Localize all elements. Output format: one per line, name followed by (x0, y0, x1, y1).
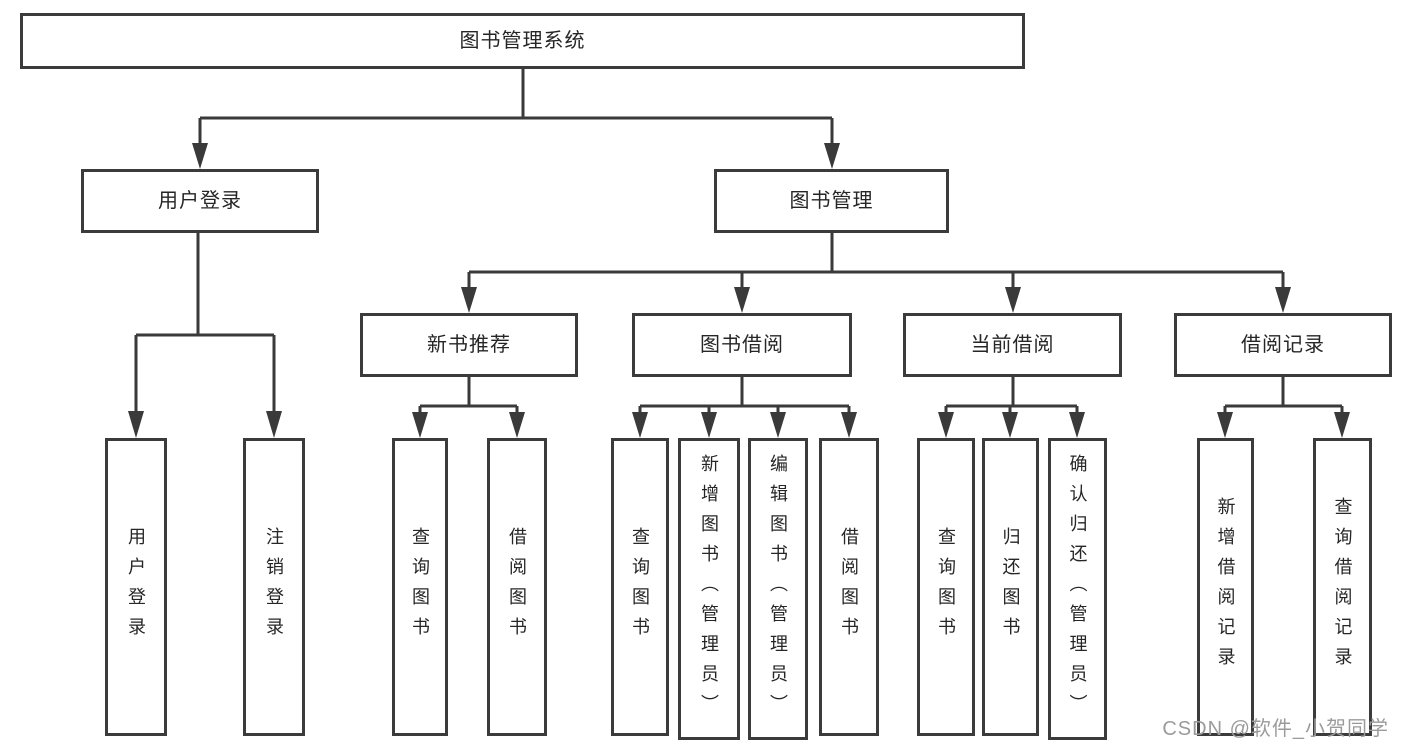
leaf-confirm-return-admin: 确认归还（管理员） (1048, 438, 1107, 740)
csdn-watermark: CSDN @软件_小贺同学 (1162, 718, 1389, 740)
leaf-borrow-books-2: 借阅图书 (819, 438, 879, 736)
node-book-borrow: 图书借阅 (632, 313, 852, 377)
node-label: 借阅记录 (1241, 334, 1325, 356)
node-label: 查询图书 (630, 527, 650, 647)
leaf-return-book: 归还图书 (982, 438, 1039, 736)
node-book-management: 图书管理 (714, 169, 949, 233)
node-label: 编辑图书（管理员） (768, 454, 788, 724)
node-label: 用户登录 (158, 190, 242, 212)
node-label: 新增图书（管理员） (699, 454, 719, 724)
leaf-logout: 注销登录 (243, 438, 305, 736)
node-label: 图书管理 (789, 190, 874, 212)
leaf-query-books-2: 查询图书 (611, 438, 669, 736)
node-label: 当前借阅 (970, 334, 1055, 356)
node-label: 查询借阅记录 (1332, 497, 1353, 677)
node-label: 确认归还（管理员） (1067, 454, 1088, 724)
leaf-user-login: 用户登录 (105, 438, 167, 736)
node-borrow-records: 借阅记录 (1174, 313, 1392, 377)
node-label: 新增借阅记录 (1215, 497, 1236, 677)
node-label: 注销登录 (264, 527, 284, 647)
node-new-book-recommend: 新书推荐 (360, 313, 578, 377)
node-label: 借阅图书 (507, 527, 527, 647)
leaf-query-books-1: 查询图书 (392, 438, 448, 736)
leaf-query-borrow-record: 查询借阅记录 (1313, 438, 1372, 736)
node-label: 借阅图书 (839, 527, 859, 647)
leaf-query-books-3: 查询图书 (917, 438, 975, 736)
node-library-system: 图书管理系统 (20, 13, 1025, 69)
node-label: 归还图书 (1000, 527, 1021, 647)
node-label: 查询图书 (410, 527, 430, 647)
leaf-borrow-books-1: 借阅图书 (487, 438, 547, 736)
leaf-add-book-admin: 新增图书（管理员） (678, 438, 740, 740)
node-label: 查询图书 (936, 527, 956, 647)
node-label: 用户登录 (126, 527, 146, 647)
node-label: 新书推荐 (427, 334, 511, 356)
node-label: 图书借阅 (700, 334, 784, 356)
node-label: 图书管理系统 (459, 30, 586, 52)
leaf-edit-book-admin: 编辑图书（管理员） (748, 438, 808, 740)
node-user-login-branch: 用户登录 (81, 169, 319, 233)
node-current-borrow: 当前借阅 (903, 313, 1122, 377)
leaf-add-borrow-record: 新增借阅记录 (1197, 438, 1254, 736)
